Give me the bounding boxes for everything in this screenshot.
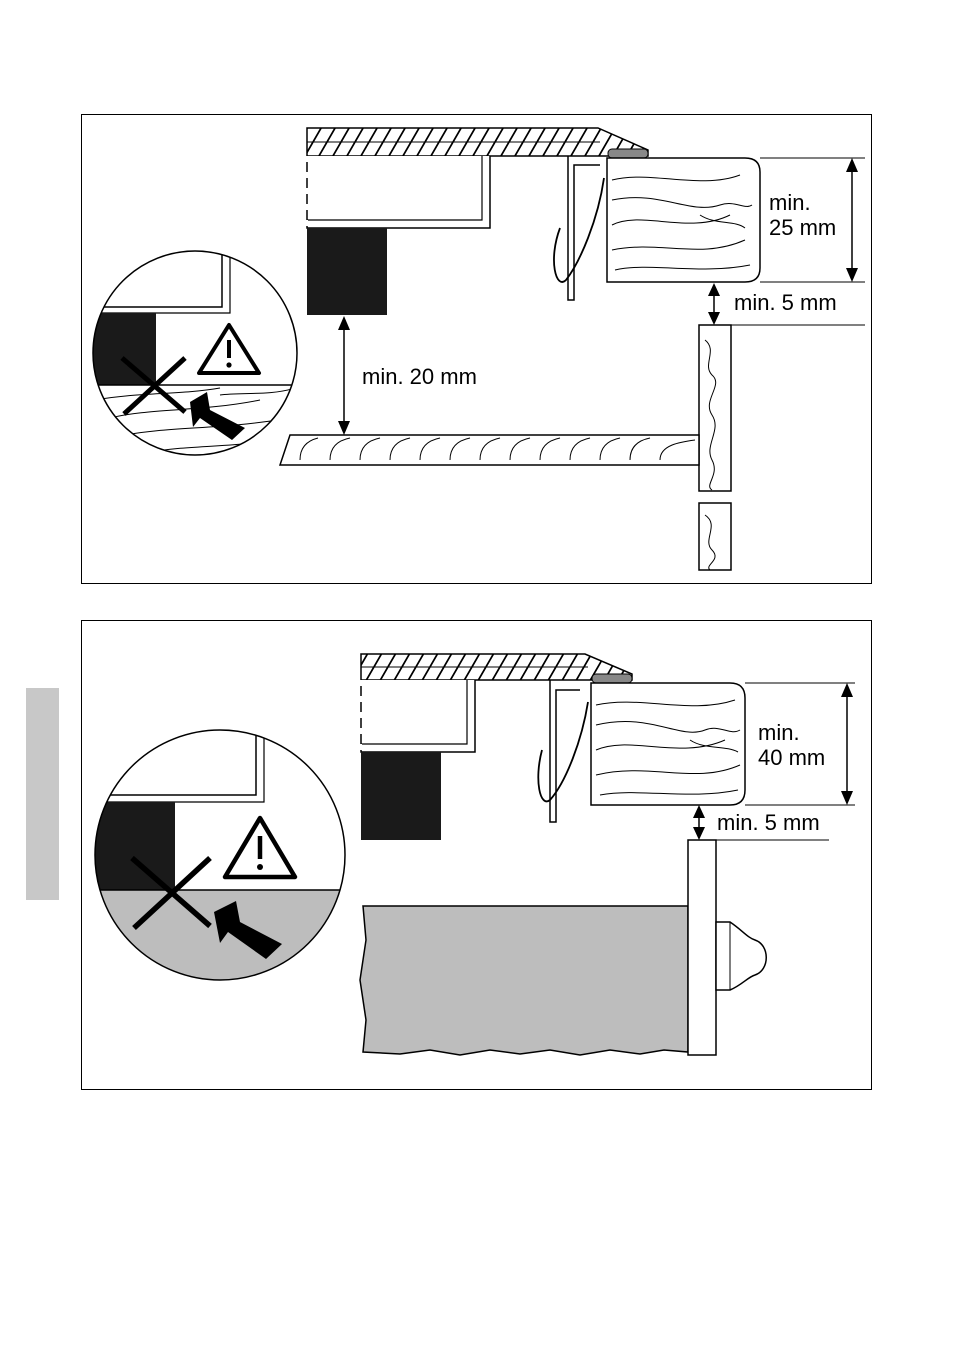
top-worktop xyxy=(607,158,760,282)
bottom-drawer xyxy=(360,840,829,1055)
bottom-dim-worktop-line1: min. xyxy=(758,720,800,745)
bottom-black-strip xyxy=(361,752,441,840)
top-dim-side-gap: min. 5 mm xyxy=(734,290,837,315)
top-hob-section xyxy=(307,128,648,315)
top-zoom-detail xyxy=(90,250,300,460)
top-shelf xyxy=(280,435,699,465)
bottom-dim-side-gap: min. 5 mm xyxy=(717,810,820,835)
bottom-zoom-detail xyxy=(95,730,350,985)
top-dim-below: min. 20 mm xyxy=(362,364,477,389)
bottom-worktop xyxy=(591,683,745,805)
top-black-strip xyxy=(307,228,387,315)
bottom-dim-worktop-line2: 40 mm xyxy=(758,745,825,770)
top-dim-worktop-line2: 25 mm xyxy=(769,215,836,240)
top-side-panel xyxy=(699,325,731,570)
drawer-knob xyxy=(716,922,766,990)
top-dim-worktop-line1: min. xyxy=(769,190,811,215)
